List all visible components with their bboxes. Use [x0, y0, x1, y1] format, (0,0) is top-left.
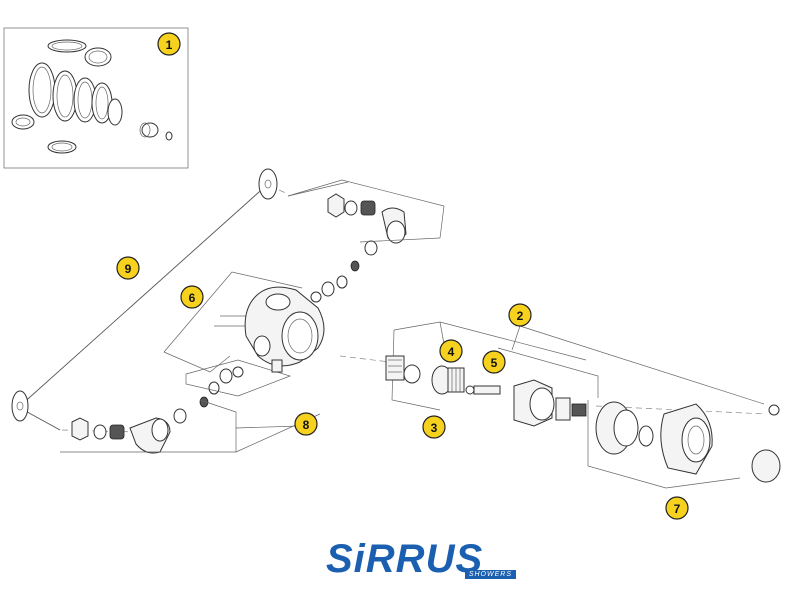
bracket-lines	[60, 179, 445, 453]
callout-8-label: 8	[303, 418, 310, 432]
seal-kit-panel	[3, 27, 189, 169]
inlet-bottom-parts	[11, 366, 244, 454]
callout-3[interactable]: 3	[422, 415, 446, 439]
sirrus-logo: SiRRUS SHOWERS	[326, 536, 516, 586]
callout-2-label: 2	[517, 309, 524, 323]
callout-5[interactable]: 5	[482, 350, 506, 374]
logo-subtitle: SHOWERS	[464, 570, 516, 579]
callout-6[interactable]: 6	[180, 285, 204, 309]
callout-6-label: 6	[189, 291, 196, 305]
callout-3-label: 3	[431, 421, 438, 435]
handle-assembly	[587, 400, 781, 489]
inlet-top-parts	[258, 168, 407, 303]
callout-1-label: 1	[166, 38, 173, 52]
cartridge-bracket	[339, 321, 765, 411]
callout-7[interactable]: 7	[665, 496, 689, 520]
callout-8[interactable]: 8	[294, 412, 318, 436]
callout-2[interactable]: 2	[508, 303, 532, 327]
callout-9-label: 9	[125, 262, 132, 276]
valve-body	[214, 286, 325, 373]
callout-5-label: 5	[491, 356, 498, 370]
callout-7-label: 7	[674, 502, 681, 516]
callout-1[interactable]: 1	[157, 32, 181, 56]
logo-wordmark: SiRRUS	[326, 537, 484, 581]
callout-4-label: 4	[448, 345, 455, 359]
callout-4[interactable]: 4	[439, 339, 463, 363]
cartridge-parts	[385, 355, 587, 427]
callout-9[interactable]: 9	[116, 256, 140, 280]
